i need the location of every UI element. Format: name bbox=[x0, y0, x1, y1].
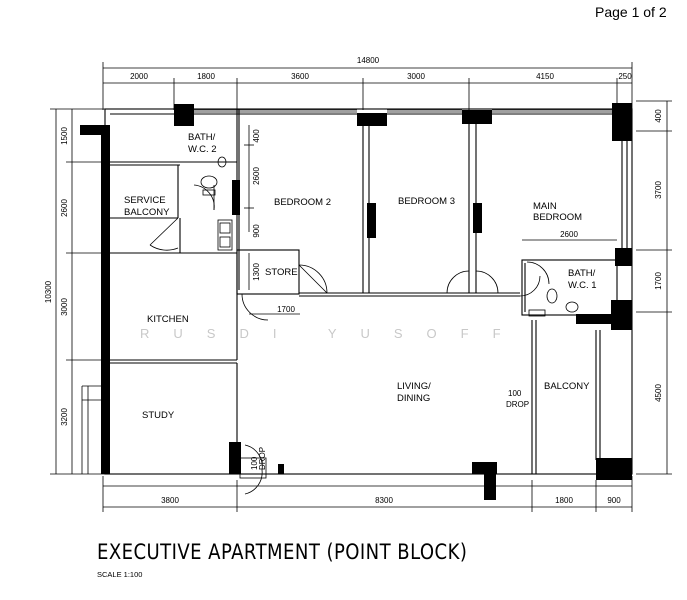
drop-entrance-line1: 100 bbox=[250, 456, 259, 470]
room-balcony: BALCONY bbox=[544, 381, 590, 392]
room-service-balcony-line2: BALCONY bbox=[124, 207, 170, 218]
dim-left-3: 3000 bbox=[60, 298, 69, 316]
dim-left-total: 10300 bbox=[44, 280, 53, 303]
room-bath-wc1-line1: BATH/ bbox=[568, 268, 596, 279]
dimension-lines bbox=[50, 62, 672, 512]
dim-right-2: 3700 bbox=[654, 181, 663, 199]
dim-bedroom2-upper: 2600 bbox=[252, 167, 261, 185]
room-study: STUDY bbox=[142, 410, 175, 421]
watermark: RUSDI YUSOFF bbox=[140, 326, 525, 341]
room-living-dining-line1: LIVING/ bbox=[397, 381, 431, 392]
drop-living-line1: 100 bbox=[508, 389, 522, 398]
room-living-dining-line2: DINING bbox=[397, 393, 430, 404]
thin-walls bbox=[104, 108, 633, 475]
room-kitchen: KITCHEN bbox=[147, 314, 189, 325]
dim-right-1: 400 bbox=[654, 109, 663, 123]
dim-bath2-height: 400 bbox=[252, 129, 261, 143]
plan-scale: SCALE 1:100 bbox=[97, 570, 143, 579]
dim-store-width: 1700 bbox=[277, 305, 295, 314]
room-service-balcony-line1: SERVICE bbox=[124, 195, 166, 206]
dim-bottom-4: 900 bbox=[607, 496, 621, 505]
structural-columns bbox=[80, 103, 632, 500]
dim-right-4: 4500 bbox=[654, 384, 663, 402]
dim-top-4: 3000 bbox=[407, 72, 425, 81]
room-bath-wc1-line2: W.C. 1 bbox=[568, 280, 597, 291]
dim-top-2: 1800 bbox=[197, 72, 215, 81]
dim-top-1: 2000 bbox=[130, 72, 148, 81]
dim-main-bath-width: 2600 bbox=[560, 230, 578, 239]
room-bath-wc2-line2: W.C. 2 bbox=[188, 144, 217, 155]
room-bedroom2: BEDROOM 2 bbox=[274, 197, 331, 208]
room-main-bedroom-line1: MAIN bbox=[533, 201, 557, 212]
plan-title: EXECUTIVE APARTMENT (POINT BLOCK) bbox=[97, 540, 468, 564]
room-labels: BATH/ W.C. 2 SERVICE BALCONY BEDROOM 2 B… bbox=[124, 132, 597, 470]
dim-left-2: 2600 bbox=[60, 199, 69, 217]
drop-entrance-line2: DROP bbox=[258, 447, 267, 470]
dim-right-3: 1700 bbox=[654, 272, 663, 290]
drop-living-line2: DROP bbox=[506, 400, 529, 409]
room-bedroom3: BEDROOM 3 bbox=[398, 196, 455, 207]
dim-bottom-3: 1800 bbox=[555, 496, 573, 505]
room-main-bedroom-line2: BEDROOM bbox=[533, 212, 582, 223]
dimension-labels: 14800 2000 1800 3600 3000 4150 250 3800 … bbox=[44, 56, 663, 505]
page-number: Page 1 of 2 bbox=[595, 4, 667, 20]
fixtures bbox=[200, 156, 579, 317]
dim-left-4: 3200 bbox=[60, 408, 69, 426]
windows bbox=[81, 109, 612, 474]
doors bbox=[149, 184, 550, 495]
dim-overall-width: 14800 bbox=[357, 56, 380, 65]
dim-store-height: 1300 bbox=[252, 263, 261, 281]
dim-bedroom2-lower: 900 bbox=[252, 224, 261, 238]
room-store: STORE bbox=[265, 267, 298, 278]
room-bath-wc2-line1: BATH/ bbox=[188, 132, 216, 143]
dim-top-3: 3600 bbox=[291, 72, 309, 81]
dim-bottom-2: 8300 bbox=[375, 496, 393, 505]
dim-left-1: 1500 bbox=[60, 127, 69, 145]
dim-bottom-1: 3800 bbox=[161, 496, 179, 505]
dim-top-5: 4150 bbox=[536, 72, 554, 81]
dim-top-6: 250 bbox=[618, 72, 632, 81]
